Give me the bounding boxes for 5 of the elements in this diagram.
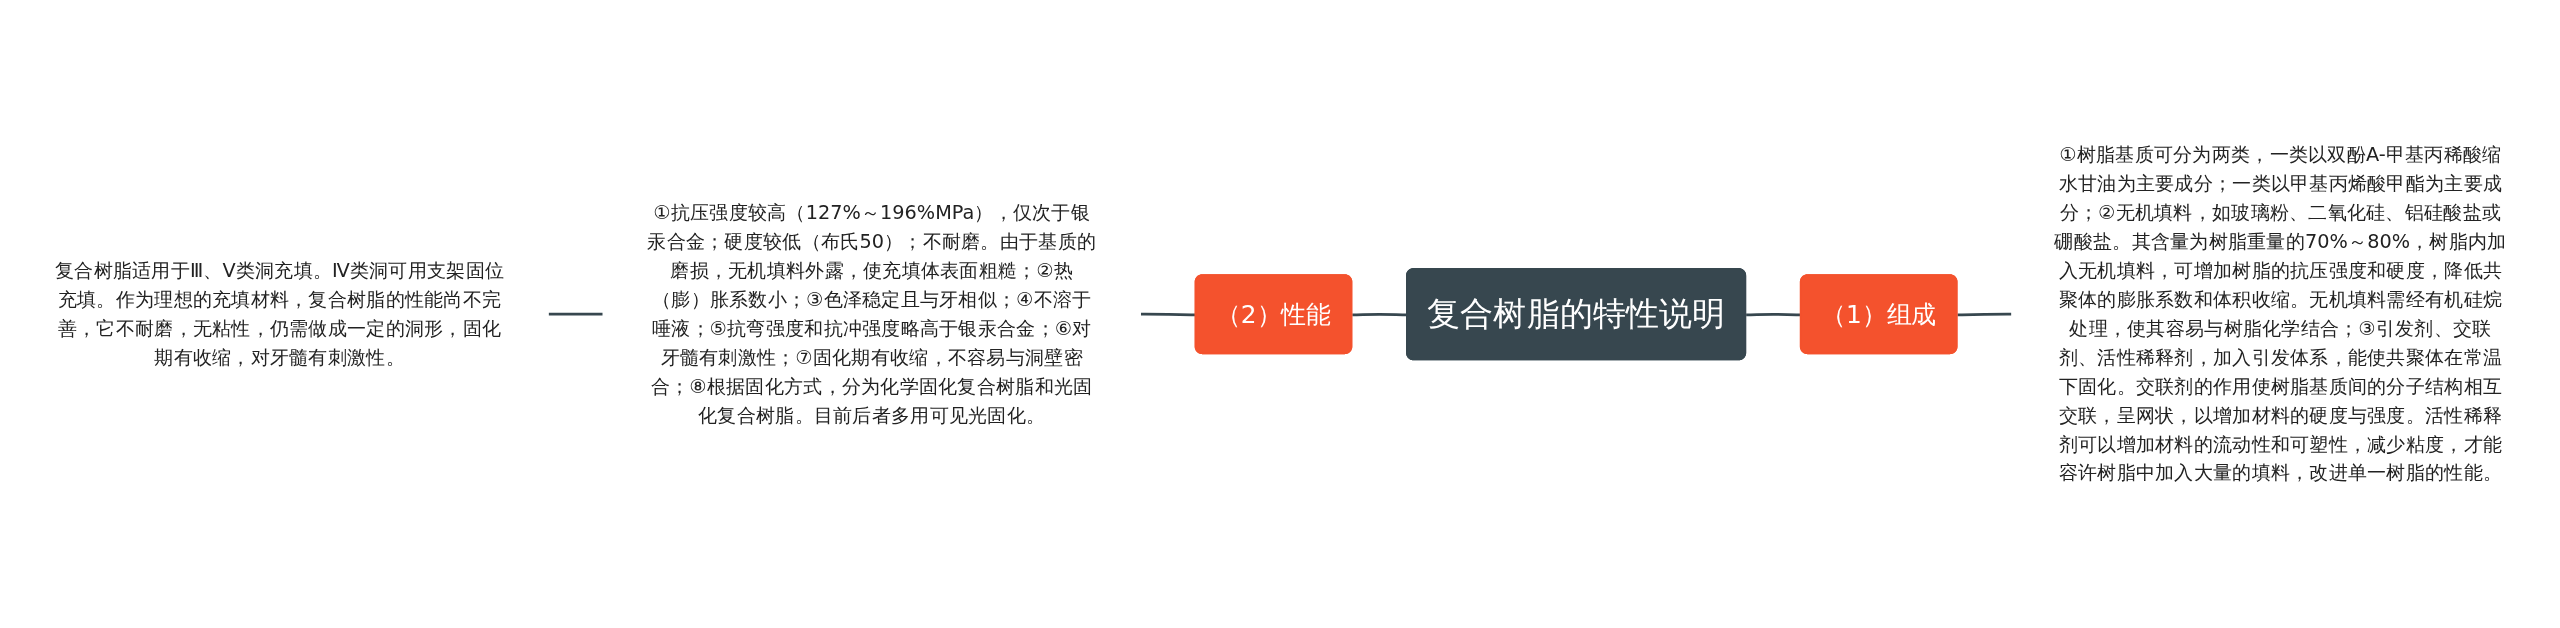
node-text: ①抗压强度较高（127%～196%MPa），仅次于银汞合金；硬度较低（布氏50）；不耐磨。由于基质的磨损，无机填料外露，使充填体表面粗糙；②热（膨）胀系数小；③色泽稳定且与牙相似；④不溶于唾液；⑤抗弯强度和抗冲强度略高于银汞合金；⑥对牙髓有刺激性；⑦固化期有收缩，不容易与洞壁密合；⑧根据固化方式，分为化学固化复合树脂和光固化复合树脂。目前后者多用可见光固化。 — [647, 201, 1097, 426]
connector — [1957, 312, 2012, 317]
node-text: 复合树脂适用于Ⅲ、Ⅴ类洞充填。Ⅳ类洞可用支架固位充填。作为理想的充填材料，复合树脂的性能尚不完善，它不耐磨，无粘性，仍需做成一定的洞形，固化期有收缩，对牙髓有刺激性。 — [54, 258, 505, 368]
connector — [548, 312, 604, 316]
node-text: ①树脂基质可分为两类，一类以双酚A-甲基丙稀酸缩水甘油为主要成分；一类以甲基丙烯酸甲酯为主要成分；②无机填料，如玻璃粉、二氧化硅、铝硅酸盐或硼酸盐。其含量为树脂重量的70%～80%，树脂内加入无机填料，可增加树脂的抗压强度和硬度，降低共聚体的膨胀系数和体积收缩。无机填料需经有机硅烷处理，使其容易与树脂化学结合；③引发剂、交联剂、活性稀释剂，加入引发体系，能使共聚体在常温下固化。交联剂的作用使树脂基质间的分子结构相互交联，呈网状，以增加材料的硬度与强度。活性稀释剂可以增加材料的流动性和可塑性，减少粘度，才能容许树脂中加入大量的填料，改进单一树脂的性能。 — [2054, 143, 2507, 484]
